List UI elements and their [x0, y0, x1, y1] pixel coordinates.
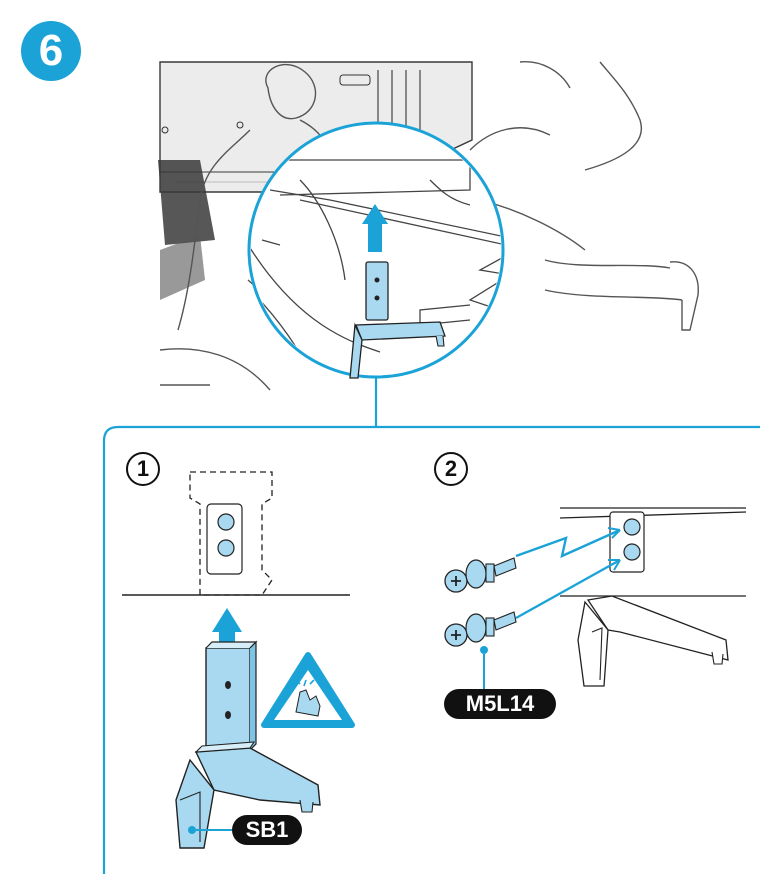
- screw-icon: [444, 611, 517, 647]
- part-label-sb1: SB1: [232, 815, 302, 845]
- pinch-warning-icon: [261, 652, 355, 728]
- magnifier-circle: [247, 121, 505, 379]
- step-badge: 6: [20, 20, 82, 82]
- substep-2-number: 2: [434, 452, 468, 486]
- substep-1-illustration: [122, 471, 350, 849]
- arrow-up-icon: [362, 204, 388, 252]
- part-label-m5l14: M5L14: [444, 689, 556, 719]
- bracket-in-magnifier: [349, 261, 446, 379]
- step-number: 6: [38, 26, 64, 75]
- detail-panel-border: [102, 425, 760, 874]
- screw-icon: [444, 557, 517, 593]
- step-circle-icon: [21, 21, 81, 81]
- substep-2-illustration: [444, 507, 747, 690]
- substep-1-number: 1: [126, 452, 160, 486]
